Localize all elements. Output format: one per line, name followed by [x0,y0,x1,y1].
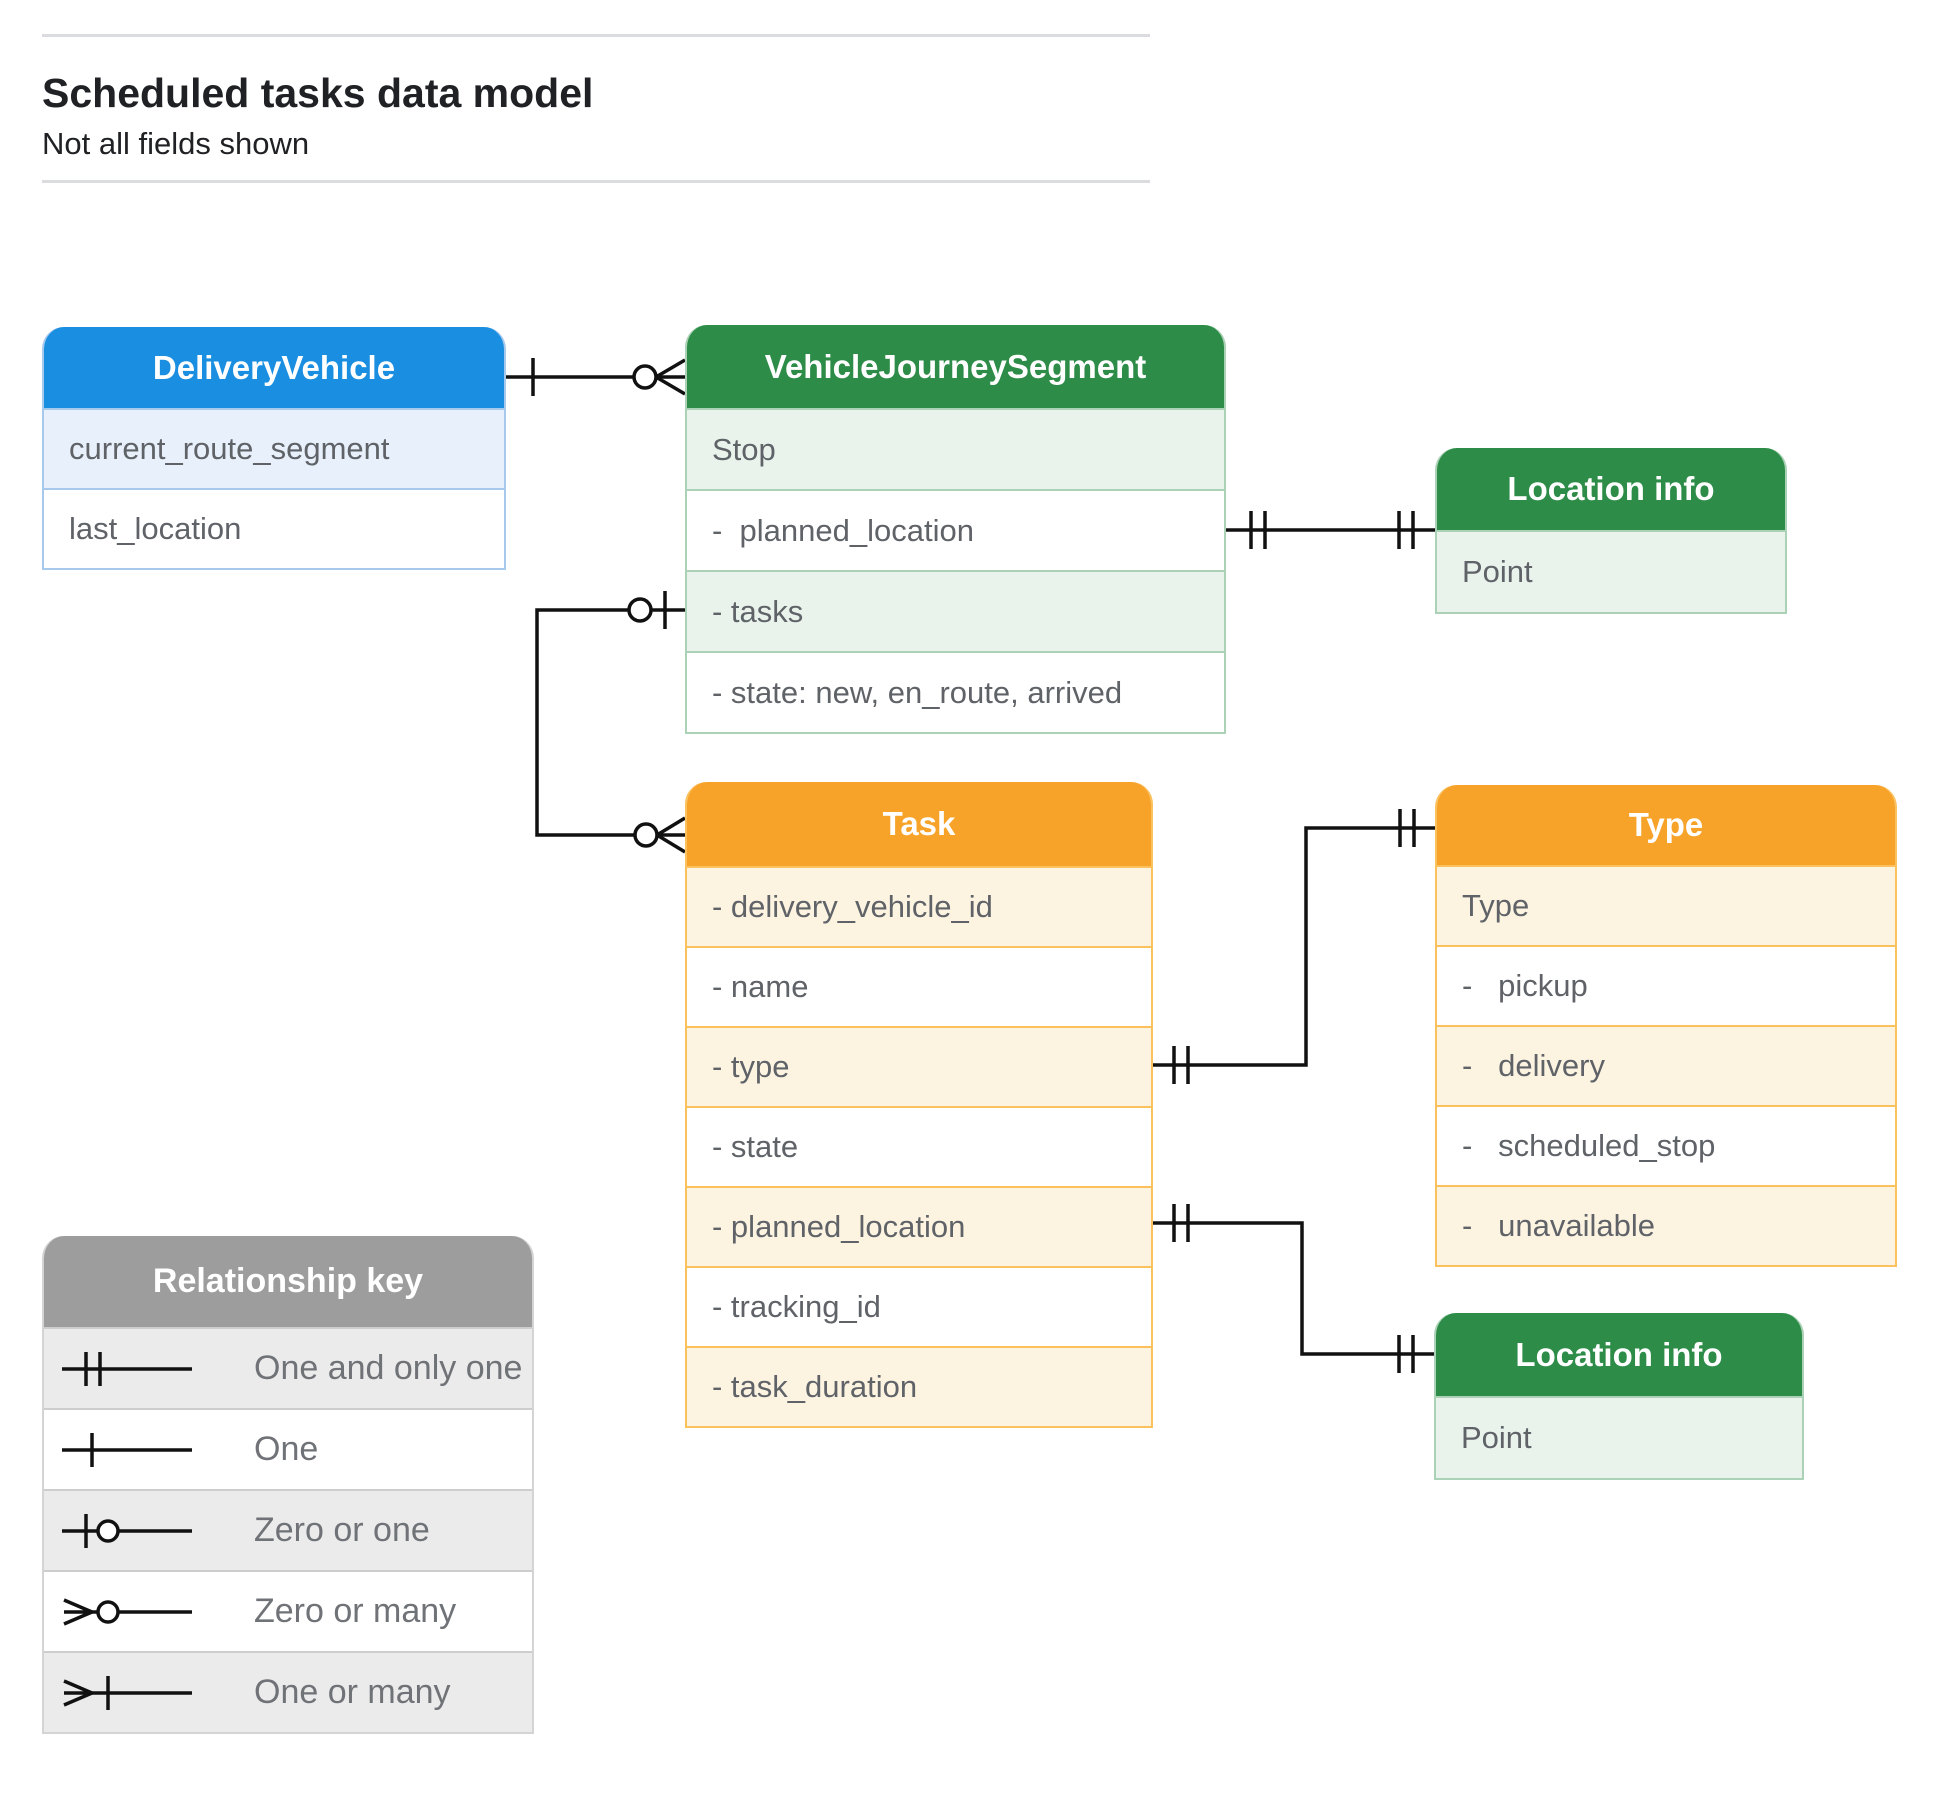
zero-or-many-icon [63,1597,192,1626]
field-row: - scheduled_stop [1437,1105,1895,1185]
divider-line-top [42,34,1150,37]
entity-location-info-bottom: Location info Point [1434,1313,1804,1480]
legend-item: Zero or one [44,1489,532,1570]
zero-or-one-icon [62,1513,192,1548]
entity-header: VehicleJourneySegment [687,325,1224,408]
entity-delivery-vehicle: DeliveryVehicle current_route_segment la… [42,327,506,570]
legend-item-label: Zero or many [254,1592,457,1630]
field-row: Point [1437,530,1785,612]
field-row: - unavailable [1437,1185,1895,1265]
legend-item-label: One or many [254,1673,451,1711]
relationship-key: Relationship key One and only one One Ze… [42,1236,534,1734]
one-icon [62,1432,192,1467]
field-row: Stop [687,408,1224,489]
legend-header: Relationship key [44,1236,532,1327]
field-row: last_location [44,488,504,568]
field-row: - task_duration [687,1346,1151,1426]
field-row: Type [1437,865,1895,945]
entity-vehicle-journey-segment: VehicleJourneySegment Stop - planned_loc… [685,325,1226,734]
page-title: Scheduled tasks data model [42,70,594,116]
entity-header: Location info [1436,1313,1802,1396]
field-row: Point [1436,1396,1802,1478]
entity-task: Task - delivery_vehicle_id - name - type… [685,782,1153,1428]
entity-header: Task [687,782,1151,866]
rel-task-locationinfo [1153,1204,1434,1373]
rel-deliveryvehicle-vehiclejourneysegment [506,358,686,396]
legend-item: One and only one [44,1327,532,1408]
field-row: - pickup [1437,945,1895,1025]
entity-location-info-top: Location info Point [1435,448,1787,614]
legend-item-label: One [254,1430,319,1468]
legend-item-label: One and only one [254,1349,523,1387]
field-row: - delivery_vehicle_id [687,866,1151,946]
legend-item-label: Zero or one [254,1511,430,1549]
field-row: - tasks [687,570,1224,651]
field-row: - planned_location [687,1186,1151,1266]
rel-task-type [1153,809,1435,1084]
rel-vehiclejourneysegment-task [535,591,686,854]
entity-header: DeliveryVehicle [44,327,504,408]
entity-type: Type Type - pickup - delivery - schedule… [1435,785,1897,1267]
entity-header: Type [1437,785,1895,865]
field-row: - name [687,946,1151,1026]
page-subtitle: Not all fields shown [42,126,310,161]
field-row: - type [687,1026,1151,1106]
field-row: - state: new, en_route, arrived [687,651,1224,732]
field-row: - delivery [1437,1025,1895,1105]
entity-header: Location info [1437,448,1785,530]
field-row: - tracking_id [687,1266,1151,1346]
one-or-many-icon [63,1675,192,1710]
field-row: current_route_segment [44,408,504,488]
legend-item: One or many [44,1651,532,1732]
legend-item: One [44,1408,532,1489]
field-row: - state [687,1106,1151,1186]
one-and-only-one-icon [62,1351,192,1386]
legend-item: Zero or many [44,1570,532,1651]
divider-line-bottom [42,180,1150,183]
field-row: - planned_location [687,489,1224,570]
rel-vehiclejourneysegment-locationinfo [1226,511,1435,549]
